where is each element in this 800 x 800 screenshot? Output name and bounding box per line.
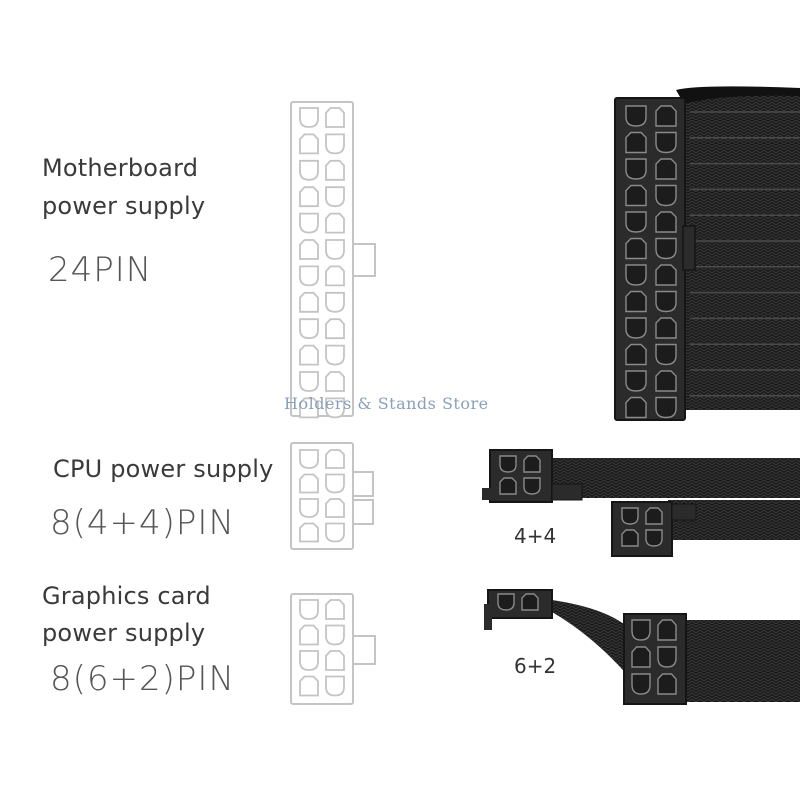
atx-cable-pin [625, 158, 647, 180]
atx-cable-pin [655, 184, 677, 207]
atx-outline-pin [325, 186, 345, 208]
cpu-cable-a-pin [499, 455, 517, 473]
atx-outline-pin [325, 212, 345, 234]
cpu-outline-pin [299, 449, 319, 469]
atx-outline-pin [299, 133, 319, 155]
atx-cable-pin [625, 317, 647, 339]
atx-outline-pin [325, 265, 345, 287]
atx-outline-pin [299, 107, 319, 128]
atx-cable-pin [655, 396, 677, 419]
atx-cable-pin [625, 211, 647, 233]
atx-cable-pin [655, 317, 677, 339]
atx-cable-pin [655, 290, 677, 313]
atx-cable-pin [655, 343, 677, 366]
gpu-cable-2pin-pin [521, 593, 539, 611]
atx-outline-pin [299, 159, 319, 181]
cpu-outline-pin [299, 522, 319, 543]
cpu-cable-b-pin [621, 529, 639, 547]
atx-outline-pin [299, 291, 319, 313]
cpu-cable-b-pin [621, 507, 639, 525]
gpu-outline-pin [299, 624, 319, 646]
gpu-outline-pin [299, 650, 319, 671]
gpu-cable-6pin-pin [631, 646, 651, 668]
gpu-outline-pin [325, 650, 345, 671]
atx-cable-pin [655, 211, 677, 233]
gpu-cable-6pin-pin [631, 619, 651, 641]
atx-cable-pin [655, 264, 677, 286]
atx-cable-pin [625, 264, 647, 286]
atx-outline-pin [325, 159, 345, 181]
atx-outline-pin [325, 397, 345, 419]
gpu-6plus2-cable [484, 589, 800, 705]
gpu-label-line2: power supply [42, 619, 206, 647]
atx-cable-pin [625, 370, 647, 392]
atx-outline-pin [299, 397, 319, 419]
cpu-cable-b-pin [645, 529, 663, 547]
cpu-cable-a-pin [499, 477, 517, 495]
cpu-pin-count: 8(4+4)PIN [50, 503, 235, 543]
gpu-outline-pin [325, 599, 345, 620]
gpu-cable-6pin-pin [657, 673, 677, 695]
atx-outline-pin [299, 239, 319, 260]
atx-24pin-outline-connector [290, 101, 376, 419]
cpu-cable-split-label: 4+4 [514, 524, 557, 548]
cpu-outline-pin [299, 498, 319, 518]
atx-outline-pin [299, 318, 319, 340]
cpu-outline-pin [325, 473, 345, 494]
atx-cable-pin [625, 131, 647, 154]
atx-cable-pin [655, 237, 677, 260]
cpu-cable-a-pin [523, 455, 541, 473]
atx-outline-pin [299, 186, 319, 208]
atx-outline-pin [325, 318, 345, 340]
cpu-4plus4-cable [482, 449, 800, 557]
store-watermark: Holders & Stands Store [284, 394, 489, 413]
atx-outline-pin [325, 371, 345, 392]
gpu-cable-split-label: 6+2 [514, 654, 557, 678]
cpu-label: CPU power supply [53, 455, 274, 483]
atx-outline-pin [299, 265, 319, 287]
gpu-outline-pin [325, 624, 345, 646]
atx-outline-pin [325, 344, 345, 366]
gpu-cable-6pin-pin [657, 646, 677, 668]
cpu-cable-b-pin [645, 507, 663, 525]
cpu-outline-pin [325, 449, 345, 469]
gpu-pin-count: 8(6+2)PIN [50, 659, 235, 699]
cpu-outline-pin [325, 522, 345, 543]
atx-outline-pin [325, 239, 345, 260]
gpu-outline-pin [325, 675, 345, 697]
atx-outline-pin [299, 344, 319, 366]
atx-cable-pin [625, 343, 647, 366]
gpu-cable-2pin-pin [497, 593, 515, 611]
atx-outline-pin [325, 133, 345, 155]
atx-cable-pin [655, 105, 677, 127]
atx-cable-pin [625, 290, 647, 313]
atx-outline-pin [325, 291, 345, 313]
atx-cable-pin [625, 237, 647, 260]
motherboard-label-line1: Motherboard [42, 154, 199, 182]
gpu-outline-pin [299, 599, 319, 620]
atx-outline-pin [299, 371, 319, 392]
atx-outline-pin [325, 107, 345, 128]
atx-cable-pin [655, 131, 677, 154]
cpu-outline-pin [325, 498, 345, 518]
gpu-8pin-outline-connector [290, 593, 376, 705]
atx-cable-pin [625, 396, 647, 419]
cpu-8pin-outline-connector [290, 442, 374, 550]
atx-cable-pin [625, 184, 647, 207]
atx-24pin-cable [614, 86, 800, 421]
atx-cable-pin [625, 105, 647, 127]
atx-cable-pin [655, 158, 677, 180]
motherboard-pin-count: 24PIN [48, 250, 153, 290]
gpu-cable-6pin-pin [631, 673, 651, 695]
gpu-outline-pin [299, 675, 319, 697]
cpu-outline-pin [299, 473, 319, 494]
atx-cable-pin [655, 370, 677, 392]
atx-outline-pin [299, 212, 319, 234]
cpu-cable-a-pin [523, 477, 541, 495]
gpu-label-line1: Graphics card [42, 582, 211, 610]
gpu-cable-6pin-pin [657, 619, 677, 641]
motherboard-label-line2: power supply [42, 192, 206, 220]
